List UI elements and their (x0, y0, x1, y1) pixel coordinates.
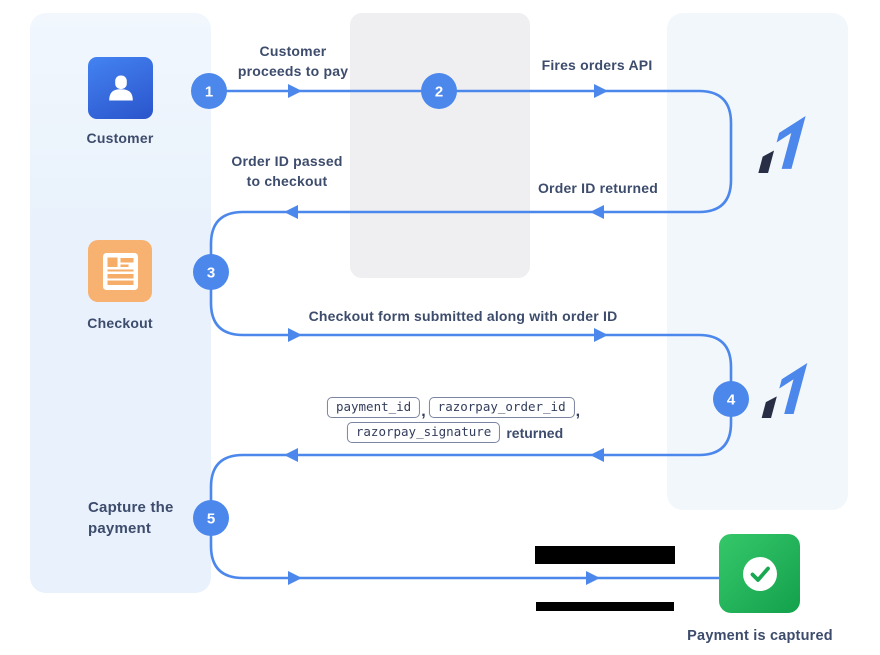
arrow-left-icon (284, 205, 298, 219)
step2-label: Fires orders API (541, 57, 653, 73)
arrow-left-icon (590, 205, 604, 219)
arrow-left-icon (284, 448, 298, 462)
step-number: 4 (727, 392, 736, 409)
razorpay-logo-icon (761, 362, 808, 418)
step1-label: Customer proceeds to pay (238, 41, 348, 81)
capture-line-2: payment (88, 520, 152, 537)
arrow-right-icon (594, 84, 608, 98)
step-number: 2 (435, 84, 443, 101)
customer-icon (88, 57, 153, 119)
comma-separator: , (421, 403, 426, 420)
razorpay-signature-badge: razorpay_signature (346, 422, 501, 443)
redacted-bar (535, 546, 675, 564)
returned-label: returned (506, 424, 564, 441)
checkout-label: Checkout (87, 315, 153, 331)
middle-lane-panel (350, 13, 530, 278)
razorpay-logo-icon (758, 116, 806, 173)
arrow-right-icon (288, 328, 302, 342)
comma-separator: , (575, 403, 581, 420)
payment-id-badge: payment_id (326, 397, 421, 418)
order-passed-line-2: to checkout (246, 173, 328, 189)
flow-path (207, 89, 733, 580)
arrow-right-icon (288, 84, 302, 98)
customer-label: Customer (86, 130, 154, 146)
badge-row-1: payment_id , razorpay_order_id , (326, 397, 583, 420)
order-passed-line-1: Order ID passed (231, 153, 343, 169)
person-icon (108, 75, 133, 101)
check-circle-icon (742, 556, 777, 591)
payment-captured-label: Payment is captured (687, 628, 833, 644)
payment-captured-icon (719, 534, 800, 613)
step-circle-3: 3 (193, 254, 229, 290)
step-number: 5 (207, 511, 215, 528)
arrow-right-icon (594, 328, 608, 342)
step-number: 3 (207, 265, 215, 282)
arrow-left-icon (590, 448, 604, 462)
returned-values-annotation: payment_id , razorpay_order_id , razorpa… (326, 397, 583, 443)
right-lane-panel (667, 13, 848, 510)
step-circle-5: 5 (193, 500, 229, 536)
document-icon (102, 252, 138, 290)
badge-row-2: razorpay_signature returned (346, 422, 564, 443)
arrow-right-icon (288, 571, 302, 585)
capture-line-1: Capture the (88, 499, 174, 516)
razorpay-order-id-badge: razorpay_order_id (428, 397, 575, 418)
step-circle-2: 2 (421, 73, 457, 109)
checkout-submitted-label: Checkout form submitted along with order… (308, 308, 618, 324)
arrow-right-icon (586, 571, 600, 585)
step1-line-2: proceeds to pay (237, 63, 349, 79)
capture-payment-label: Capture the payment (88, 497, 174, 539)
step1-line-1: Customer (259, 43, 327, 59)
step-circle-4: 4 (713, 381, 749, 417)
redacted-bar (536, 602, 674, 611)
step-number: 1 (205, 84, 213, 101)
order-returned-label: Order ID returned (537, 180, 659, 196)
step-circle-1: 1 (191, 73, 227, 109)
checkout-icon (88, 240, 152, 302)
order-passed-label: Order ID passed to checkout (231, 151, 342, 191)
